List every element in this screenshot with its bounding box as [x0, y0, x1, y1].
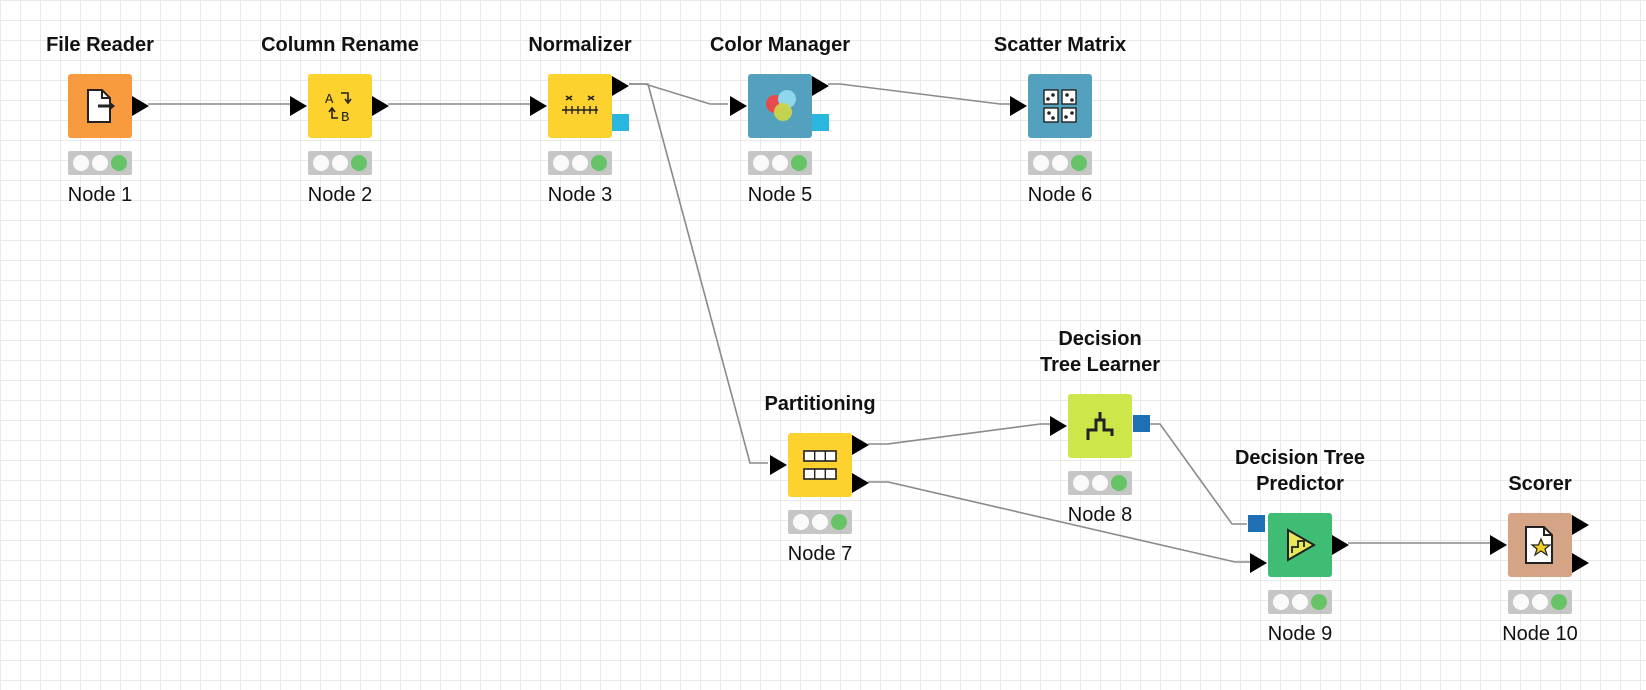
node-title: File Reader	[46, 34, 154, 56]
scorer-icon[interactable]	[1508, 513, 1572, 577]
status-traffic-light	[308, 151, 372, 175]
output-port[interactable]	[812, 76, 830, 96]
model-output-port[interactable]	[1133, 415, 1150, 432]
node-title: Column Rename	[261, 34, 419, 56]
output-port-1[interactable]	[1572, 515, 1590, 535]
input-port[interactable]	[530, 96, 548, 116]
partitioning-icon[interactable]	[788, 433, 852, 497]
output-port-2[interactable]	[1572, 553, 1590, 573]
status-traffic-light	[1028, 151, 1092, 175]
output-port[interactable]	[612, 76, 630, 96]
status-traffic-light	[548, 151, 612, 175]
status-traffic-light	[1068, 471, 1132, 495]
input-port[interactable]	[1490, 535, 1508, 555]
decision-tree-predictor-icon[interactable]	[1268, 513, 1332, 577]
node-label[interactable]: Node 8	[1067, 504, 1133, 526]
input-port[interactable]	[770, 455, 788, 475]
node-label[interactable]: Node 2	[307, 184, 373, 206]
node-label[interactable]: Node 1	[67, 184, 133, 206]
connection-n3-n5[interactable]	[629, 83, 728, 105]
model-output-port[interactable]	[612, 114, 629, 131]
input-port[interactable]	[1050, 416, 1068, 436]
status-traffic-light	[68, 151, 132, 175]
normalizer-icon[interactable]	[548, 74, 612, 138]
connection-n5-n6[interactable]	[828, 83, 1010, 105]
output-port[interactable]	[1332, 535, 1350, 555]
file-reader-icon[interactable]	[68, 74, 132, 138]
status-traffic-light	[788, 510, 852, 534]
input-port[interactable]	[730, 96, 748, 116]
connection-n7-n8[interactable]	[868, 423, 1050, 445]
status-traffic-light	[748, 151, 812, 175]
status-traffic-light	[1268, 590, 1332, 614]
node-label[interactable]: Node 10	[1502, 623, 1578, 645]
model-output-port[interactable]	[812, 114, 829, 131]
decision-tree-learner-icon[interactable]	[1068, 394, 1132, 458]
color-manager-icon[interactable]	[748, 74, 812, 138]
output-port[interactable]	[132, 96, 150, 116]
node-label[interactable]: Node 3	[547, 184, 613, 206]
output-port-1[interactable]	[852, 435, 870, 455]
node-label[interactable]: Node 5	[747, 184, 813, 206]
scatter-matrix-icon[interactable]	[1028, 74, 1092, 138]
model-input-port[interactable]	[1248, 515, 1265, 532]
node-title: Scatter Matrix	[993, 34, 1127, 56]
svg-text:B: B	[341, 110, 349, 126]
column-rename-icon[interactable]: A B	[308, 74, 372, 138]
node-title: Color Manager	[709, 34, 851, 56]
node-title: Scorer	[1508, 473, 1572, 495]
node-title: Decision Tree Predictor	[1234, 447, 1366, 495]
input-port[interactable]	[1250, 553, 1268, 573]
input-port[interactable]	[290, 96, 308, 116]
svg-text:A: A	[325, 92, 334, 108]
node-label[interactable]: Node 6	[1027, 184, 1093, 206]
node-title: Normalizer	[528, 34, 632, 56]
output-port-2[interactable]	[852, 473, 870, 493]
output-port[interactable]	[372, 96, 390, 116]
input-port[interactable]	[1010, 96, 1028, 116]
node-title: Partitioning	[764, 393, 876, 415]
node-label[interactable]: Node 9	[1267, 623, 1333, 645]
node-label[interactable]: Node 7	[787, 543, 853, 565]
status-traffic-light	[1508, 590, 1572, 614]
node-title: Decision Tree Learner	[1039, 328, 1161, 376]
